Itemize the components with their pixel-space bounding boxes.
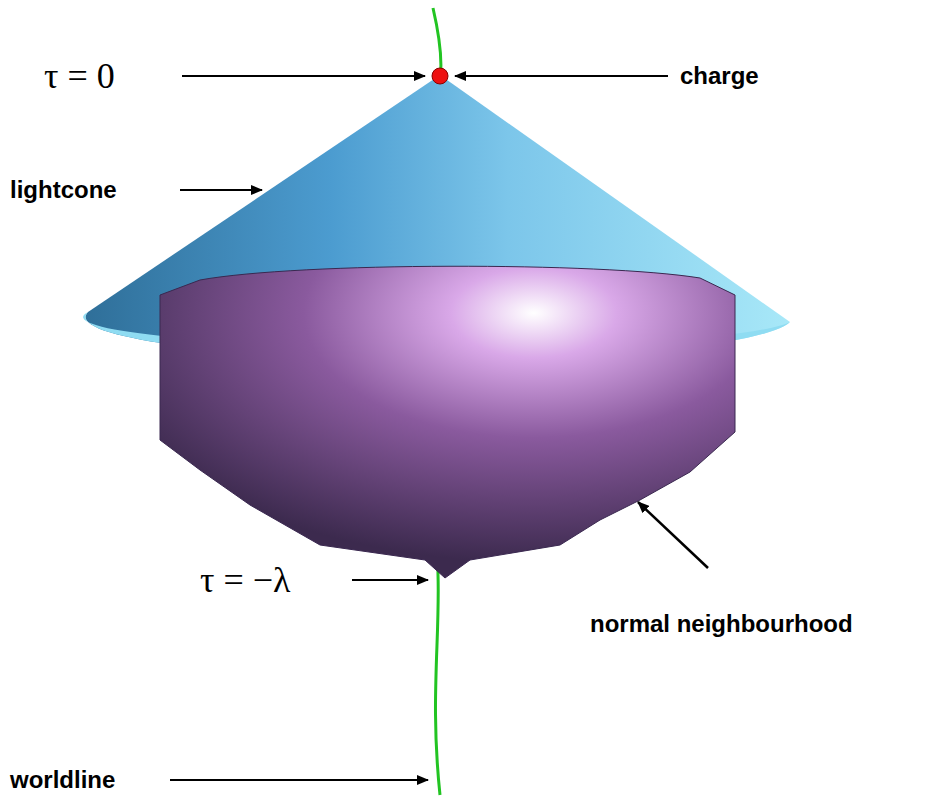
leader-arrow [455, 75, 668, 77]
part-label: lightcone [10, 178, 117, 202]
part-label: normal neighbourhood [590, 612, 853, 636]
tau-label: τ = −λ [200, 562, 291, 598]
leader-arrow [352, 579, 428, 581]
tau-label: τ = 0 [44, 58, 115, 94]
normal-neighbourhood-surface [160, 266, 735, 578]
leader-arrow [638, 502, 708, 568]
leader-arrow [182, 75, 425, 77]
leader-arrow [170, 779, 428, 781]
charge-dot [432, 68, 448, 84]
part-label: charge [680, 64, 759, 88]
part-label: worldline [10, 768, 115, 792]
leader-arrow [180, 189, 262, 191]
